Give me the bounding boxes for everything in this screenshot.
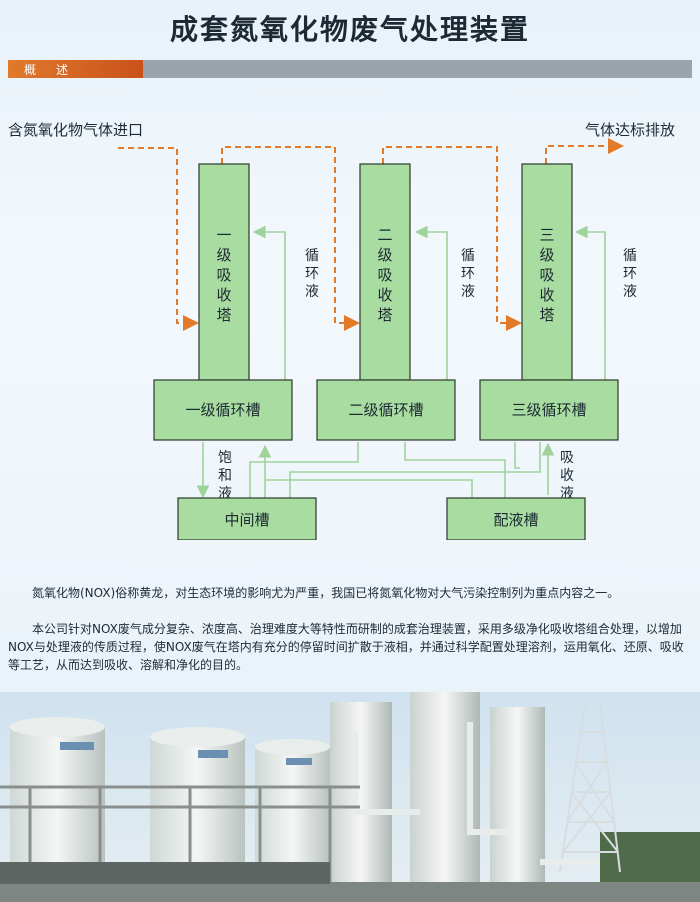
tower-3-char-1: 三 [539,226,554,244]
equipment-photo [0,692,700,902]
tower-2-char-4: 收 [377,286,392,304]
tank-3: 三级循环槽 [479,379,619,441]
recirc-2-char-2: 环 [461,266,475,282]
recirc-label-3: 循 环 液 [623,248,637,300]
saturated-char-2: 和 [218,468,232,484]
absorb-char-1: 吸 [560,450,574,466]
intro-paragraph-2: 本公司针对NOX废气成分复杂、浓度高、治理难度大等特性而研制的成套治理装置，采用… [8,622,684,672]
saturated-char-1: 饱 [218,450,232,466]
intermediate-tank: 中间槽 [177,497,317,540]
recirc-lines [196,225,606,499]
tower-2-char-1: 二 [377,226,392,244]
tower-2-char-2: 级 [377,246,392,264]
section-accent [8,60,143,78]
absorb-label: 吸 收 液 [560,450,574,502]
inlet-label: 含氮氧化物气体进口 [8,121,143,139]
tower-2-char-3: 吸 [377,266,392,284]
tower-3-char-5: 塔 [539,306,554,324]
tower-2: 二 级 吸 收 塔 [359,163,411,381]
recirc-3-char-3: 液 [623,284,637,300]
outlet-label: 气体达标排放 [585,121,675,139]
gas-flow-lines [118,138,624,331]
recirc-1-char-3: 液 [305,284,319,300]
recirc-3-char-2: 环 [623,266,637,282]
tower-1: 一 级 吸 收 塔 [198,163,250,381]
intermediate-tank-label: 中间槽 [224,511,269,529]
tank-1-label: 一级循环槽 [185,401,260,419]
tank-2-label: 二级循环槽 [348,401,423,419]
tower-3: 三 级 吸 收 塔 [521,163,573,381]
recirc-1-char-2: 环 [305,266,319,282]
tower-3-char-3: 吸 [539,266,554,284]
tower-1-char-3: 吸 [216,266,231,284]
tower-1-char-2: 级 [216,246,231,264]
recirc-2-char-3: 液 [461,284,475,300]
tower-3-char-4: 收 [539,286,554,304]
intro-paragraph-1: 氮氧化物(NOX)俗称黄龙，对生态环境的影响尤为严重，我国已将氮氧化物对大气污染… [32,586,620,600]
tower-1-char-1: 一 [216,226,231,244]
recirc-3-char-1: 循 [623,248,637,264]
tower-3-char-2: 级 [539,246,554,264]
mixing-tank: 配液槽 [446,497,586,540]
process-flow-diagram: 含氮氧化物气体进口 气体达标排放 一 级 吸 收 塔 二 级 吸 收 塔 [8,121,675,540]
tower-1-char-5: 塔 [216,306,231,324]
recirc-1-char-1: 循 [305,248,319,264]
tank-1: 一级循环槽 [153,379,293,441]
tower-2-char-5: 塔 [377,306,392,324]
tower-1-char-4: 收 [216,286,231,304]
mixing-tank-label: 配液槽 [493,511,538,529]
page-title: 成套氮氧化物废气处理装置 [169,13,530,46]
absorb-char-2: 收 [560,468,574,484]
saturated-label: 饱 和 液 [218,450,232,502]
section-header-bar: 概 述 [8,60,692,78]
tank-3-label: 三级循环槽 [511,401,586,419]
tank-2: 二级循环槽 [316,379,456,441]
recirc-label-1: 循 环 液 [305,248,319,300]
section-label: 概 述 [24,63,73,77]
recirc-2-char-1: 循 [461,248,475,264]
recirc-label-2: 循 环 液 [461,248,475,300]
